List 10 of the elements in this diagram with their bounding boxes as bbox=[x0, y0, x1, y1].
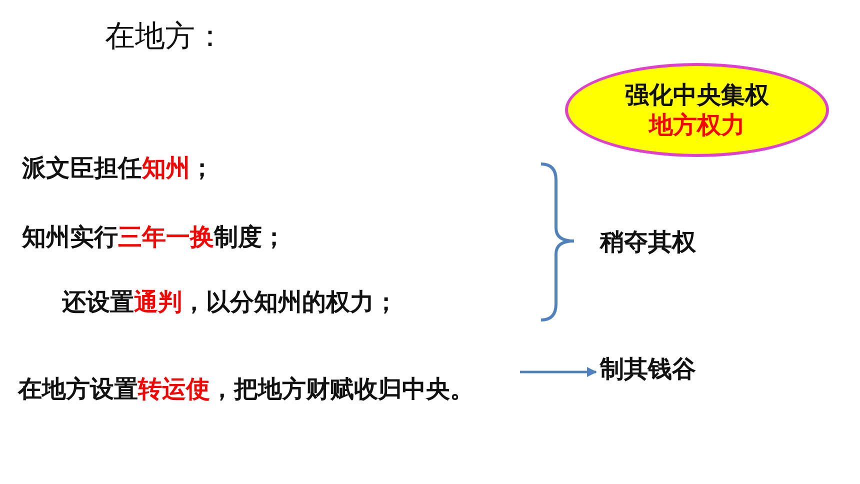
summary-text: 稍夺其权 bbox=[600, 227, 696, 257]
statement-text: 还设置通判，以分知州的权力； bbox=[62, 287, 398, 317]
statement-text: 知州实行三年一换制度； bbox=[22, 222, 286, 252]
statement-text: 在地方设置转运使，把地方财赋收归中央。 bbox=[18, 374, 475, 404]
node-text: 强化中央集权 bbox=[625, 80, 769, 110]
node-text: 地方权力 bbox=[649, 110, 745, 140]
statement-text: 制其钱谷 bbox=[600, 354, 697, 384]
arrow bbox=[520, 367, 597, 377]
statement-text: 派文臣担任知州； bbox=[22, 153, 214, 183]
heading: 在地方： bbox=[105, 18, 225, 56]
